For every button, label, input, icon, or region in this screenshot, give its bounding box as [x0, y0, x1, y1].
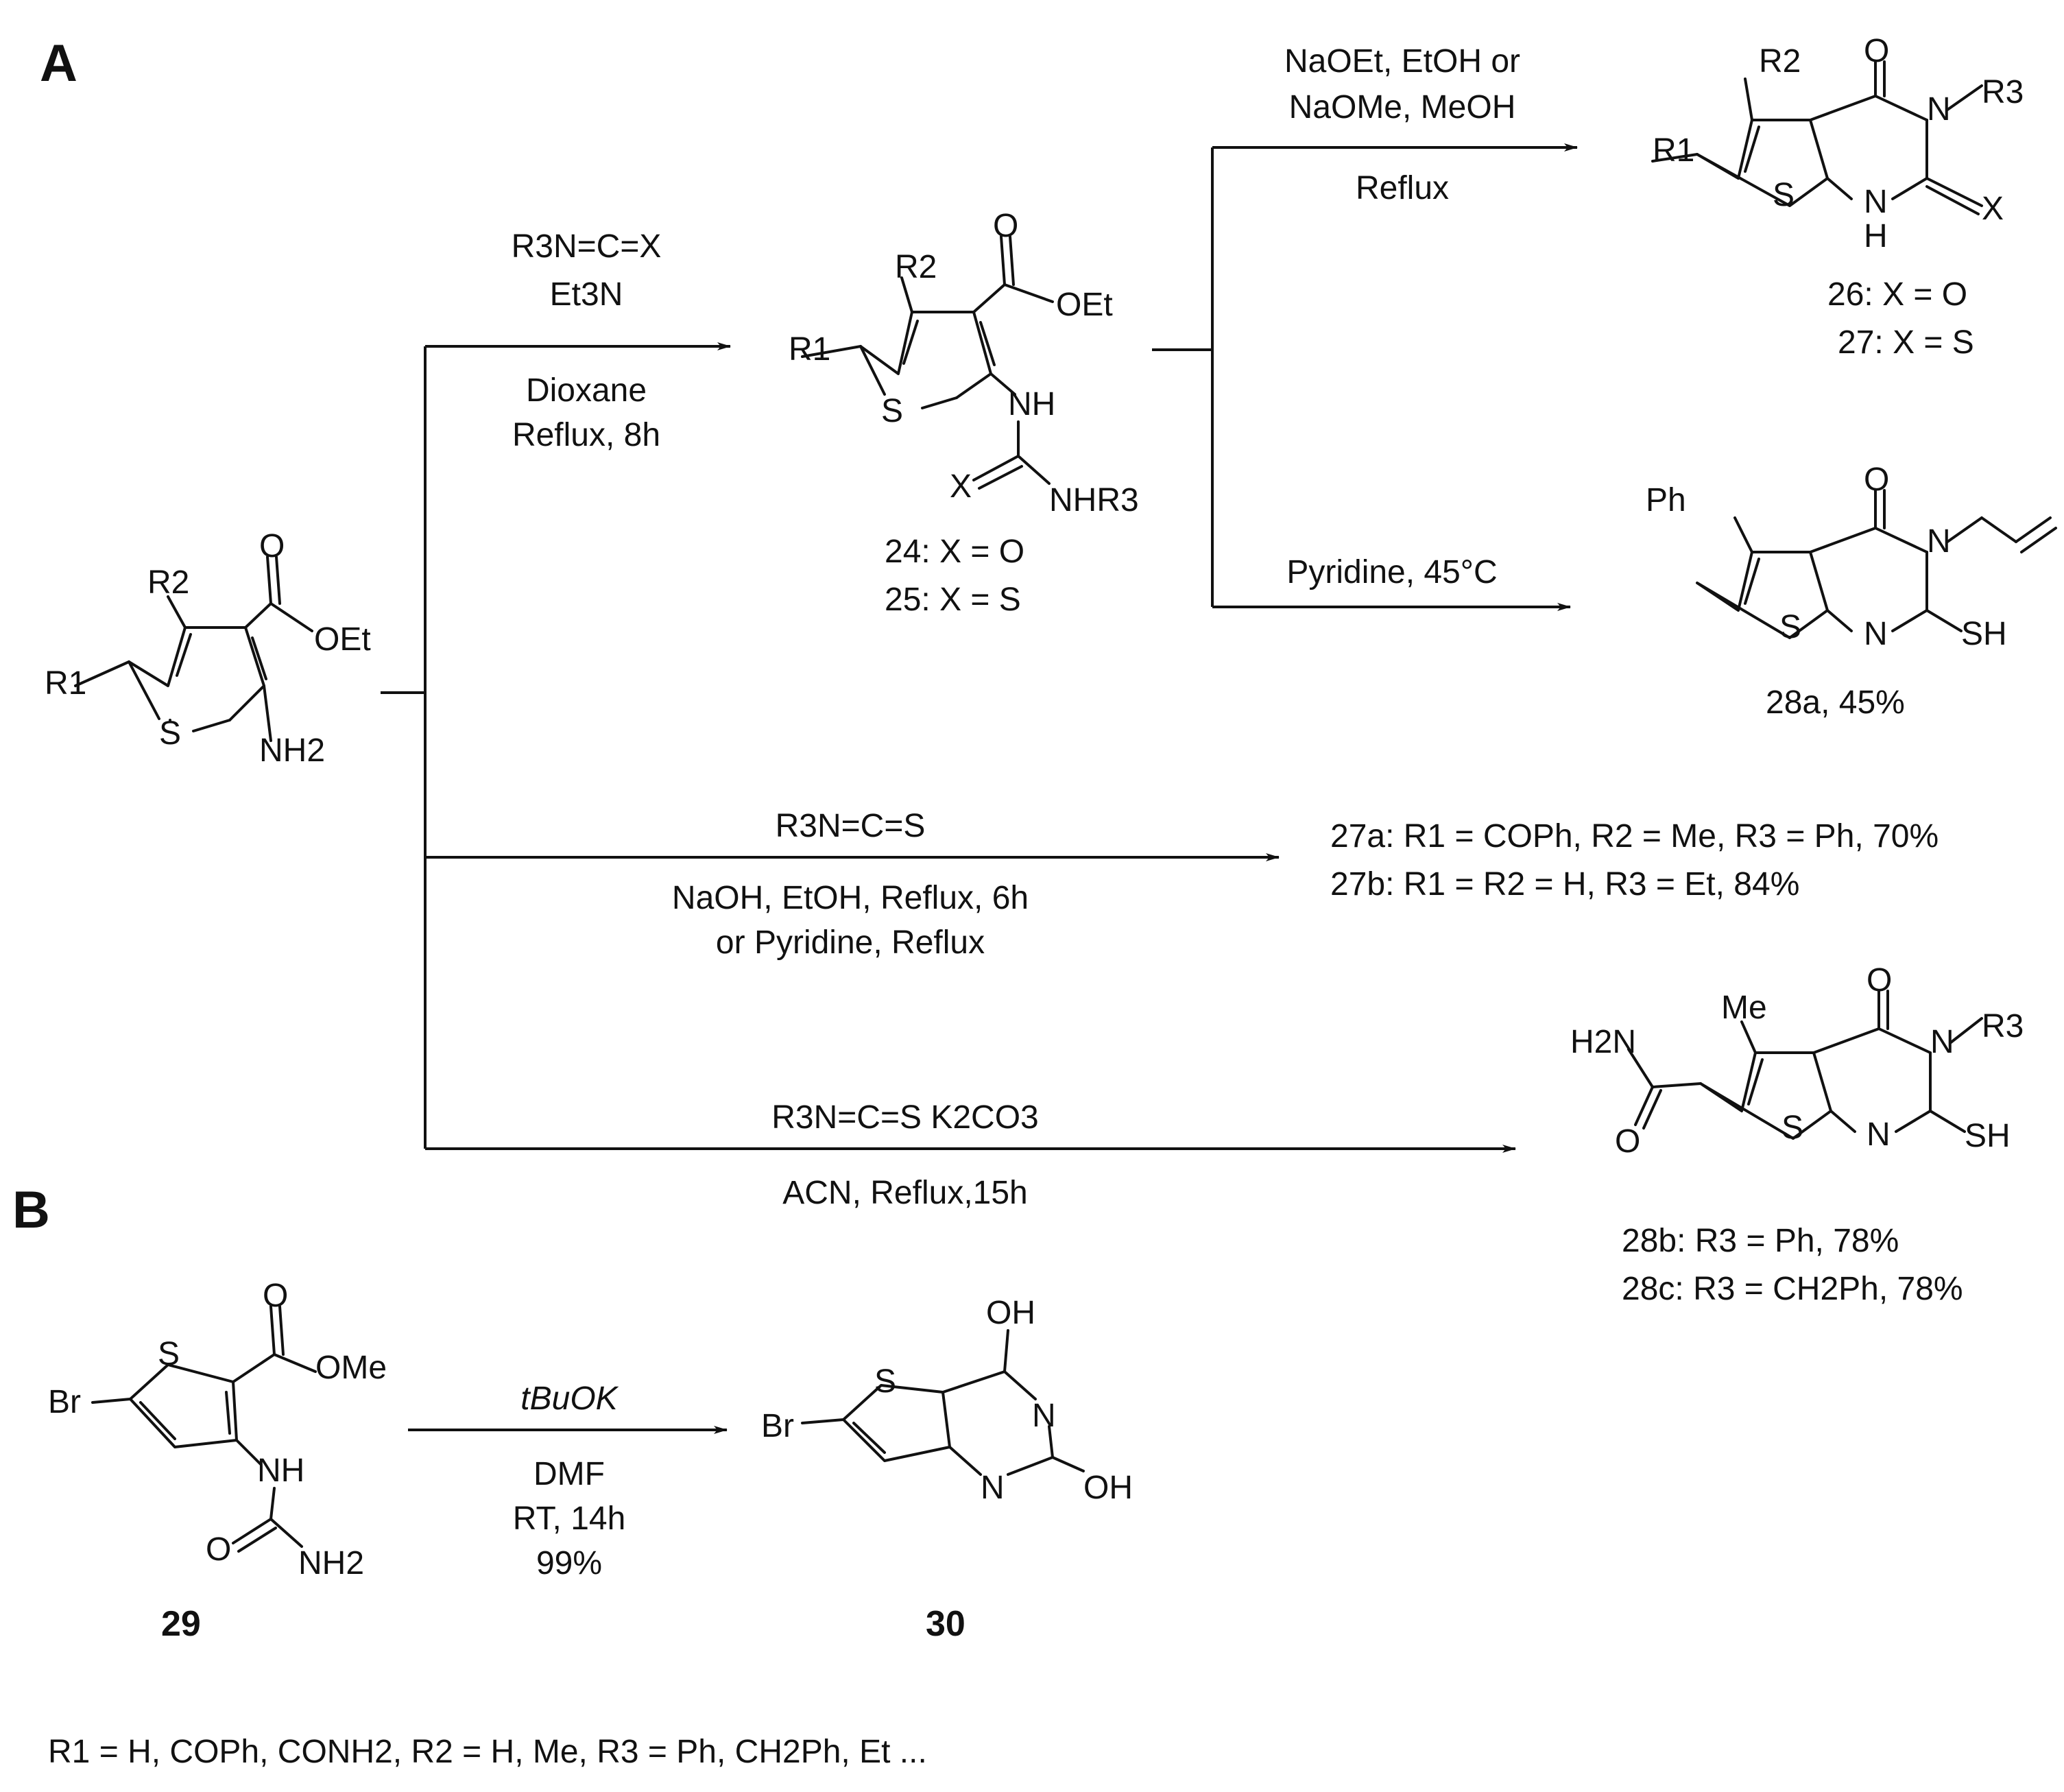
reagent-isothiocyanate: R3N=C=S: [776, 808, 926, 844]
atom-n: N: [1032, 1398, 1056, 1434]
reagent-isocyanate: R3N=C=X: [512, 228, 662, 265]
atom-n: N: [1930, 1024, 1954, 1060]
atom-sh: SH: [1961, 616, 2007, 652]
reagent-tbuok: tBuOK: [520, 1381, 619, 1417]
reagent-naoh: NaOH, EtOH, Reflux, 6h: [672, 880, 1029, 916]
atom-sh: SH: [1965, 1118, 2011, 1154]
atom-o: O: [259, 528, 285, 564]
atom-oet: OEt: [314, 621, 371, 658]
atom-s: S: [1781, 1110, 1803, 1146]
atom-n: N: [1927, 91, 1951, 128]
atom-o: O: [206, 1531, 231, 1568]
atom-o: O: [1864, 462, 1889, 498]
label-30: 30: [926, 1604, 965, 1644]
atom-o: O: [263, 1278, 288, 1314]
atom-r2: R2: [147, 564, 189, 601]
atom-x: X: [950, 468, 972, 505]
atom-nhr3: NHR3: [1049, 482, 1139, 518]
label-29: 29: [161, 1604, 201, 1644]
atom-o: O: [993, 208, 1018, 244]
label-26: 26: X = O: [1827, 276, 1967, 313]
intermediate-24-25: S R2 R1 O OEt NH X NHR3 24: X = O 25: X …: [789, 208, 1139, 618]
atom-h: H: [1864, 218, 1888, 254]
product-28b-28c: Me H2N O S O N R3 N SH 28b: R3 = Ph, 78%…: [1570, 962, 2024, 1307]
substituent-footnote: R1 = H, COPh, CONH2, R2 = H, Me, R3 = Ph…: [48, 1734, 927, 1770]
atom-s: S: [159, 715, 181, 752]
atom-n: N: [1867, 1116, 1891, 1153]
atom-r1: R1: [1653, 132, 1694, 169]
atom-oh: OH: [986, 1295, 1035, 1331]
atom-br: Br: [761, 1408, 794, 1444]
reagent-pyridine-45: Pyridine, 45°C: [1286, 554, 1497, 590]
panel-label-a: A: [40, 34, 77, 93]
reagent-pyridine-reflux: or Pyridine, Reflux: [716, 924, 985, 961]
atom-r2: R2: [895, 249, 937, 285]
atom-o: O: [1615, 1123, 1640, 1160]
atom-o: O: [1864, 33, 1889, 69]
atom-br: Br: [48, 1384, 81, 1420]
label-28a: 28a, 45%: [1766, 684, 1905, 721]
atom-x: X: [1982, 191, 2004, 227]
panel-label-b: B: [12, 1181, 50, 1239]
label-28c: 28c: R3 = CH2Ph, 78%: [1622, 1271, 1963, 1307]
atom-nh2: NH2: [298, 1545, 364, 1581]
atom-s: S: [1779, 609, 1801, 645]
atom-r3: R3: [1982, 74, 2024, 110]
atom-s: S: [1773, 177, 1795, 213]
atom-h2n: H2N: [1570, 1024, 1636, 1060]
label-28b: 28b: R3 = Ph, 78%: [1622, 1223, 1899, 1259]
atom-r3: R3: [1982, 1008, 2024, 1044]
label-27: 27: X = S: [1838, 324, 1974, 361]
reaction-arrows: [381, 143, 1578, 1434]
atom-oh: OH: [1083, 1470, 1133, 1506]
atom-n: N: [1864, 184, 1888, 220]
atom-s: S: [874, 1363, 896, 1400]
atom-nh: NH: [257, 1453, 304, 1489]
reagent-reflux-8h: Reflux, 8h: [512, 417, 660, 453]
atom-n: N: [981, 1470, 1005, 1506]
label-27b: 27b: R1 = R2 = H, R3 = Et, 84%: [1330, 866, 1799, 903]
reagent-dmf: DMF: [533, 1456, 605, 1492]
atom-ome: OMe: [315, 1350, 387, 1386]
compound-29: S Br O OMe NH O NH2 29: [48, 1278, 387, 1644]
atom-oet: OEt: [1056, 287, 1113, 323]
starting-aminothiophene: S R2 R1 O OEt NH2: [45, 528, 371, 769]
reagent-et3n: Et3N: [550, 276, 623, 313]
reagent-rt-14h: RT, 14h: [513, 1501, 626, 1537]
reagent-naoet: NaOEt, EtOH or: [1284, 43, 1520, 80]
atom-me: Me: [1721, 990, 1767, 1026]
atom-nh: NH: [1008, 386, 1055, 422]
atom-ph: Ph: [1646, 482, 1686, 518]
atom-s: S: [158, 1336, 180, 1372]
atom-r1: R1: [789, 331, 830, 368]
atom-o: O: [1867, 962, 1892, 999]
reagent-isothiocyanate-k2co3: R3N=C=S K2CO3: [771, 1099, 1039, 1136]
label-25: 25: X = S: [885, 582, 1021, 618]
atom-s: S: [881, 393, 903, 429]
atom-nh2: NH2: [259, 732, 325, 769]
reagent-labels: R3N=C=X Et3N Dioxane Reflux, 8h NaOEt, E…: [512, 43, 1520, 1581]
product-26-27: S O N R3 N H X R2 R1 26: X = O 27: X = S: [1651, 33, 2024, 361]
reagent-reflux: Reflux: [1356, 170, 1449, 206]
reagent-acn: ACN, Reflux,15h: [782, 1175, 1028, 1211]
label-27a: 27a: R1 = COPh, R2 = Me, R3 = Ph, 70%: [1330, 818, 1939, 855]
reagent-naome: NaOMe, MeOH: [1289, 89, 1516, 126]
reagent-yield-99: 99%: [536, 1545, 602, 1581]
label-24: 24: X = O: [885, 534, 1024, 570]
atom-n: N: [1864, 616, 1888, 652]
atom-r1: R1: [45, 665, 86, 702]
reagent-dioxane: Dioxane: [526, 372, 647, 409]
product-28a: Ph S O N N SH 28a, 45%: [1646, 462, 2057, 721]
compound-30: S Br OH N N OH 30: [761, 1295, 1133, 1644]
atom-r2: R2: [1759, 43, 1801, 80]
atom-n: N: [1927, 523, 1951, 560]
